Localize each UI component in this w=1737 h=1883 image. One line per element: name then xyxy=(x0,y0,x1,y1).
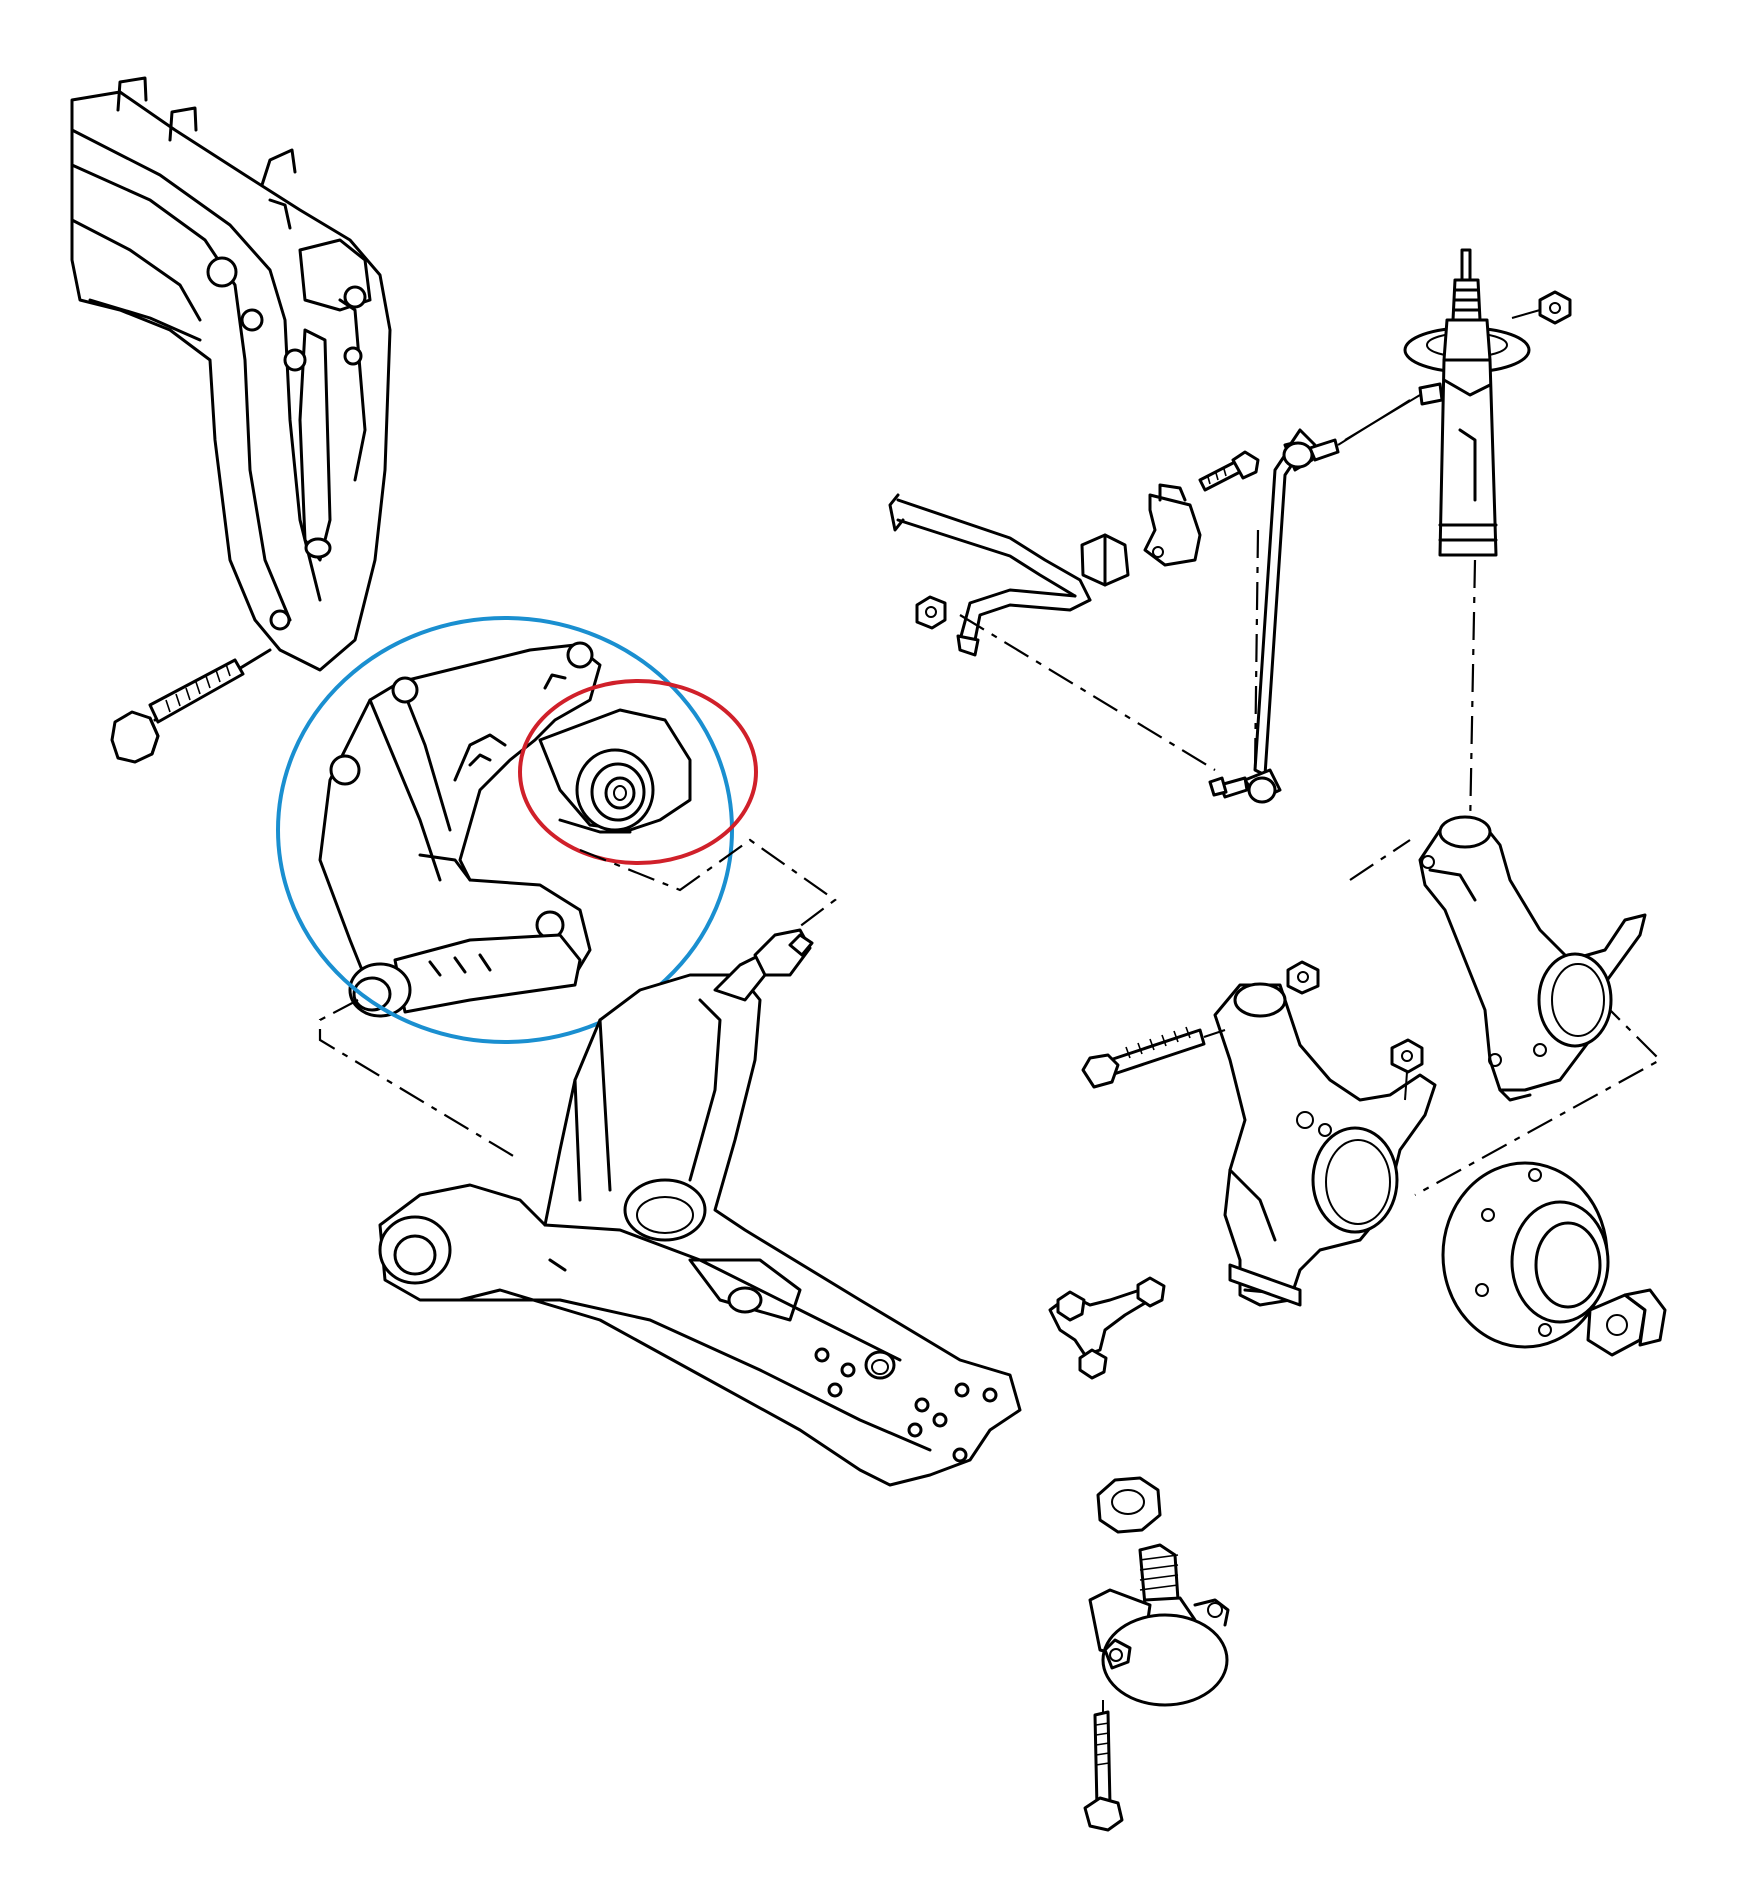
wheel-hub xyxy=(1441,1161,1610,1349)
control-arm-bracket xyxy=(318,641,602,1018)
anti-roll-bar-end-nut xyxy=(915,595,947,630)
strut xyxy=(1344,248,1572,557)
highlight-circle-red xyxy=(518,679,758,865)
steering-knuckle-front xyxy=(1213,960,1437,1307)
anti-roll-bar-bushing xyxy=(1080,533,1130,587)
highlight-circle-blue xyxy=(276,616,734,1044)
anti-roll-bar xyxy=(888,493,1092,657)
subframe-section xyxy=(70,76,392,672)
anti-roll-bar-clamp xyxy=(1143,450,1260,567)
rear-control-arm-bushing xyxy=(538,708,692,834)
ball-joint-bolt xyxy=(1083,1700,1124,1832)
subframe-mounting-bolt xyxy=(110,648,272,764)
hub-nut xyxy=(1586,1288,1667,1357)
ball-joint-plate xyxy=(1048,1276,1166,1380)
assembly-lines xyxy=(318,529,1662,1196)
lower-control-arm xyxy=(378,928,1022,1487)
steering-knuckle xyxy=(1418,815,1647,1102)
knuckle-pinch-bolt xyxy=(1081,1026,1226,1089)
ball-joint xyxy=(1088,1476,1230,1707)
